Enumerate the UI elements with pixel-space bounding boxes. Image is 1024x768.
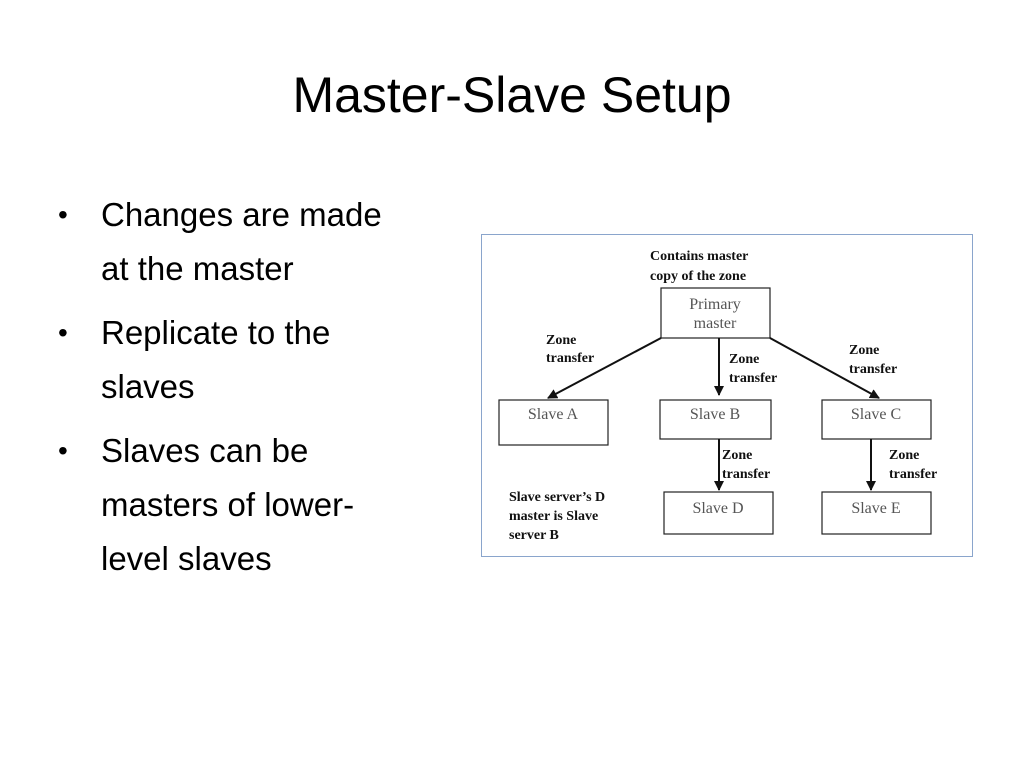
arrow-primary-to-slave-a	[547, 337, 662, 399]
edge-label-line: Zone	[546, 333, 576, 348]
edge-label-line: Zone	[849, 343, 879, 358]
bullet-line: level slaves	[101, 540, 272, 577]
slave-a-node	[498, 399, 609, 446]
slide-title: Master-Slave Setup	[292, 67, 732, 123]
edge-label-line: Zone	[729, 352, 759, 367]
diagram-canvas: Contains master copy of the zone Primary…	[498, 249, 937, 543]
slave-b-node	[659, 399, 772, 440]
primary-master-label: Primary	[689, 296, 741, 313]
edge-label-line: transfer	[849, 362, 897, 377]
slave-a-label: Slave A	[528, 406, 579, 423]
bullet-line: Changes are made	[101, 196, 382, 233]
edge-label-line: transfer	[889, 467, 937, 482]
arrow-primary-to-slave-c	[769, 337, 880, 399]
slave-e-label: Slave E	[851, 500, 900, 517]
footnote-line: master is Slave	[509, 509, 598, 524]
bullet-line: masters of lower-	[101, 486, 355, 523]
header-note-line: copy of the zone	[650, 269, 746, 284]
footnote-line: server B	[509, 528, 559, 543]
slave-e-node	[821, 491, 932, 535]
edge-label-line: Zone	[722, 448, 752, 463]
slave-c-label: Slave C	[851, 406, 901, 423]
bullet-item: • Changes are made at the master	[58, 188, 458, 296]
header-note-line: Contains master	[650, 249, 748, 264]
edge-label-line: transfer	[729, 371, 777, 386]
bullet-item: • Slaves can be masters of lower- level …	[58, 424, 458, 586]
footnote-line: Slave server’s D	[509, 490, 605, 505]
slave-c-node	[821, 399, 932, 440]
bullet-dot-icon: •	[58, 317, 68, 348]
slave-d-node	[663, 491, 774, 535]
bullet-line: at the master	[101, 250, 294, 287]
bullet-line: Slaves can be	[101, 432, 309, 469]
bullet-dot-icon: •	[58, 435, 68, 466]
bullet-dot-icon: •	[58, 199, 68, 230]
bullet-list: • Changes are made at the master • Repli…	[58, 188, 458, 596]
bullet-line: Replicate to the	[101, 314, 331, 351]
primary-master-label: master	[694, 315, 737, 332]
primary-master-node	[660, 287, 771, 339]
bullet-item: • Replicate to the slaves	[58, 306, 458, 414]
bullet-line: slaves	[101, 368, 195, 405]
slave-b-label: Slave B	[690, 406, 740, 423]
edge-label-line: transfer	[546, 351, 594, 366]
replication-diagram: Contains master copy of the zone Primary…	[481, 234, 973, 557]
edge-label-line: transfer	[722, 467, 770, 482]
edge-label-line: Zone	[889, 448, 919, 463]
slave-d-label: Slave D	[692, 500, 743, 517]
